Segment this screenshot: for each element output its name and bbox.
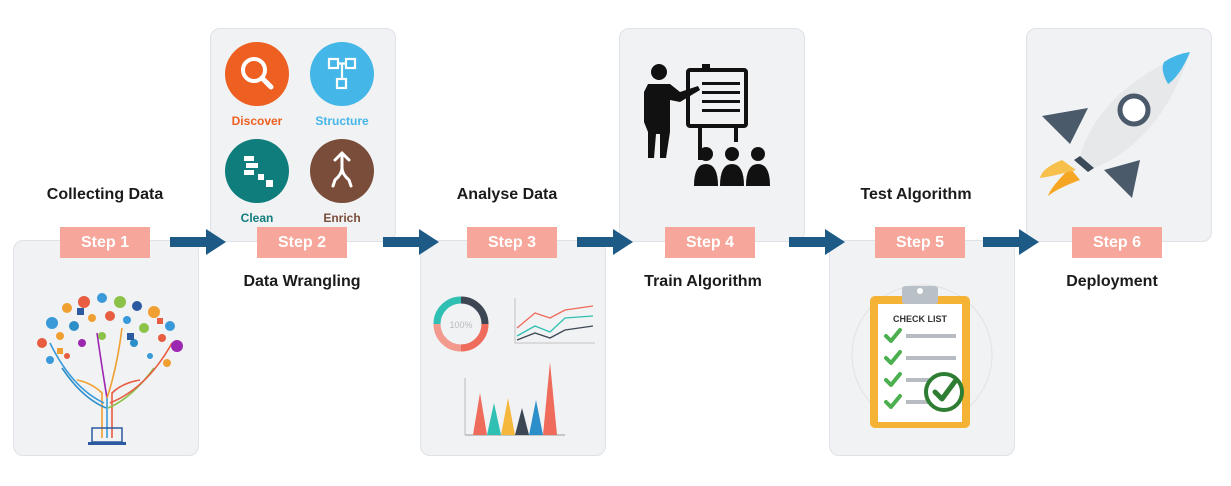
arrow-right-icon [789, 229, 845, 255]
clean-label: Clean [240, 211, 274, 225]
search-icon [225, 42, 289, 106]
checklist-title: CHECK LIST [893, 314, 948, 324]
arrow-right-icon [383, 229, 439, 255]
step-1-badge: Step 1 [60, 227, 150, 258]
rocket-icon [1040, 52, 1190, 198]
step-5-title: Test Algorithm [860, 186, 972, 203]
checklist-clipboard-icon: CHECK LIST [851, 284, 993, 428]
step-1-title: Collecting Data [46, 186, 164, 203]
arrow-right-icon [170, 229, 226, 255]
enrich-label: Enrich [323, 211, 361, 225]
step1-card [13, 240, 199, 456]
step-6-title: Deployment [1066, 273, 1158, 290]
structure-tile: Structure [309, 41, 375, 128]
step-4-title: Train Algorithm [644, 273, 762, 290]
hierarchy-icon [310, 42, 374, 106]
step-5-badge: Step 5 [875, 227, 965, 258]
merge-arrow-icon [310, 139, 374, 203]
step-3-badge: Step 3 [467, 227, 557, 258]
donut-center-value: 100% [449, 320, 472, 330]
step-4-badge: Step 4 [665, 227, 755, 258]
enrich-tile: Enrich [309, 138, 375, 225]
arrow-right-icon [577, 229, 633, 255]
step-6-badge: Step 6 [1072, 227, 1162, 258]
clean-icon [225, 139, 289, 203]
analytics-illustration: 100% [433, 296, 595, 436]
step-2-title: Data Wrangling [243, 273, 361, 290]
clean-tile: Clean [224, 138, 290, 225]
discover-tile: Discover [224, 41, 290, 128]
data-tree-illustration [37, 293, 183, 445]
arrow-right-icon [983, 229, 1039, 255]
structure-label: Structure [315, 114, 369, 128]
step-2-badge: Step 2 [257, 227, 347, 258]
discover-label: Discover [231, 114, 283, 128]
presenter-icon [644, 64, 770, 186]
step-3-title: Analyse Data [456, 186, 558, 203]
